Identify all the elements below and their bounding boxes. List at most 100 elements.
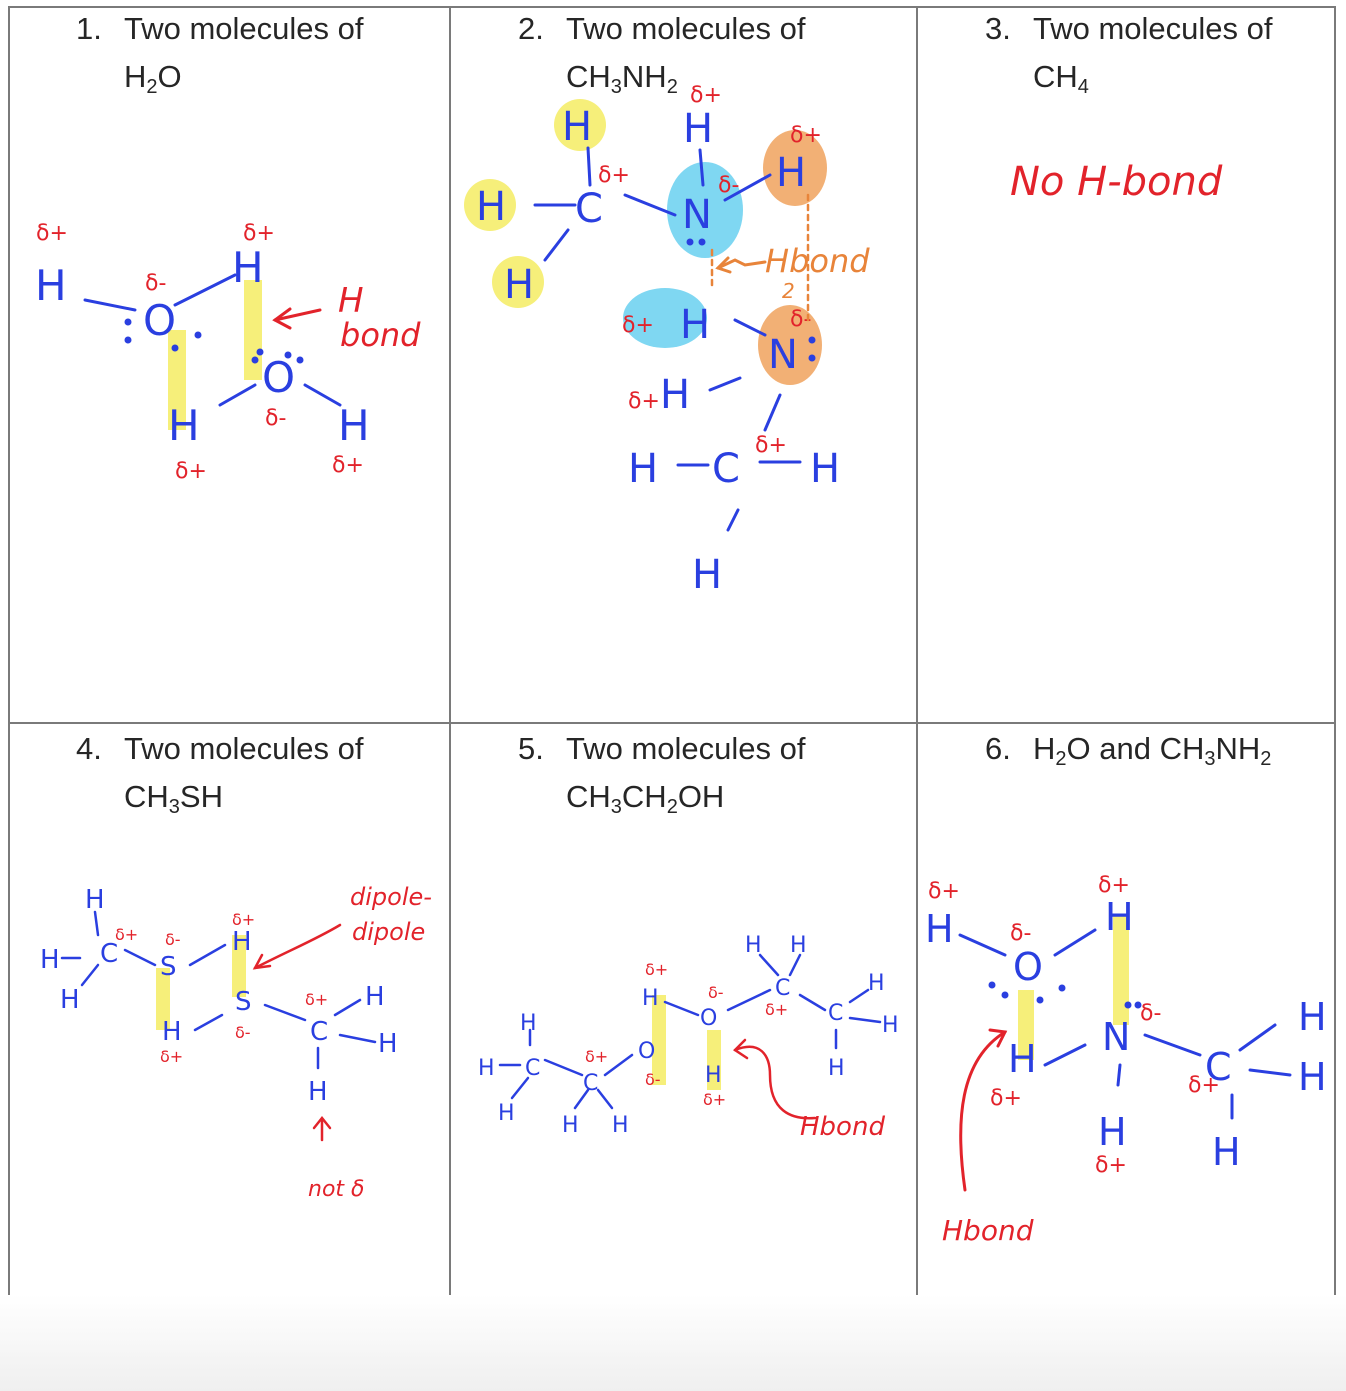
svg-text:H: H	[520, 1011, 537, 1036]
column-divider-2	[916, 6, 918, 1391]
cell-1-formula: H2O	[124, 59, 182, 98]
svg-text:H: H	[1098, 1110, 1127, 1154]
svg-text:bond: bond	[340, 316, 421, 354]
svg-text:H: H	[705, 1063, 722, 1088]
svg-text:2: 2	[782, 279, 795, 303]
svg-text:δ+: δ+	[928, 879, 960, 904]
svg-text:O: O	[700, 1006, 717, 1031]
svg-text:H: H	[562, 104, 592, 150]
svg-text:H: H	[232, 243, 264, 292]
svg-text:C: C	[100, 939, 118, 969]
cell-4-drawing: H H C H S H S H C H H H δ+ δ- δ+ δ- δ+ δ…	[40, 883, 432, 1202]
svg-text:O: O	[1013, 945, 1043, 989]
cell-6-drawing: H O H H N C H H H H δ+ δ- δ+ δ- δ+ δ+ δ+…	[925, 873, 1327, 1247]
svg-text:H: H	[478, 1056, 495, 1081]
svg-text:δ-: δ-	[145, 271, 166, 296]
svg-text:H: H	[365, 982, 385, 1012]
svg-text:H: H	[660, 372, 690, 418]
svg-text:δ+: δ+	[160, 1047, 183, 1066]
cell-6-formula: H2O and CH3NH2	[1033, 731, 1272, 770]
svg-text:δ+: δ+	[115, 925, 138, 944]
h-bond-annotation: Hbond	[942, 1214, 1034, 1247]
svg-text:S: S	[160, 952, 177, 982]
svg-text:H: H	[692, 552, 722, 598]
svg-text:H: H	[776, 150, 806, 196]
svg-text:not δ: not δ	[308, 1177, 364, 1202]
svg-text:δ+: δ+	[36, 221, 68, 246]
svg-text:O: O	[638, 1039, 655, 1064]
svg-text:H: H	[882, 1013, 899, 1038]
svg-text:C: C	[1205, 1045, 1232, 1089]
svg-text:C: C	[712, 446, 740, 492]
cell-2-formula: CH3NH2	[566, 59, 678, 98]
svg-text:δ-: δ-	[790, 307, 811, 332]
svg-text:C: C	[525, 1056, 540, 1081]
svg-text:H: H	[308, 1077, 328, 1107]
svg-text:δ+: δ+	[690, 83, 722, 108]
svg-text:C: C	[828, 1001, 843, 1026]
svg-text:H: H	[168, 401, 200, 450]
svg-text:H: H	[338, 401, 370, 450]
svg-text:H: H	[1105, 895, 1134, 939]
no-h-bond-note: No H-bond	[1010, 159, 1223, 205]
svg-text:H: H	[1298, 995, 1327, 1039]
svg-text:δ+: δ+	[628, 389, 660, 414]
svg-text:C: C	[775, 976, 790, 1001]
svg-text:δ-: δ-	[1140, 1001, 1161, 1026]
svg-text:H: H	[745, 933, 762, 958]
h-bond-highlight	[168, 330, 186, 430]
h-bond-annotation: Hbond	[800, 1112, 885, 1142]
svg-text:H: H	[60, 985, 80, 1015]
svg-text:δ+: δ+	[755, 433, 787, 458]
h-bond-highlight	[244, 280, 262, 380]
svg-text:H: H	[1212, 1130, 1241, 1174]
svg-text:O: O	[262, 353, 295, 402]
svg-text:δ+: δ+	[622, 313, 654, 338]
row-divider	[8, 722, 1336, 724]
svg-text:δ-: δ-	[708, 983, 724, 1002]
svg-text:δ+: δ+	[305, 990, 328, 1009]
svg-text:H: H	[35, 261, 67, 310]
bottom-fade	[0, 1295, 1346, 1391]
svg-text:H: H	[504, 262, 534, 308]
svg-text:C: C	[583, 1071, 598, 1096]
svg-text:N: N	[768, 332, 798, 378]
svg-text:H: H	[828, 1056, 845, 1081]
svg-text:C: C	[310, 1017, 328, 1047]
svg-text:δ+: δ+	[1098, 873, 1130, 898]
svg-text:δ-: δ-	[718, 173, 739, 198]
svg-text:δ+: δ+	[765, 1000, 788, 1019]
svg-text:C: C	[575, 186, 603, 232]
svg-text:H: H	[680, 302, 710, 348]
svg-text:dipole: dipole	[352, 918, 425, 946]
svg-text:H: H	[476, 184, 506, 230]
svg-text:N: N	[1102, 1015, 1130, 1059]
svg-text:H: H	[810, 446, 840, 492]
dipole-annotation: dipole-	[350, 883, 432, 911]
column-divider-1	[449, 6, 451, 1391]
svg-text:δ-: δ-	[235, 1023, 251, 1042]
h-bond-annotation: Hbond	[765, 242, 870, 280]
svg-text:O: O	[143, 296, 176, 345]
svg-text:H: H	[1298, 1055, 1327, 1099]
svg-text:δ+: δ+	[1095, 1153, 1127, 1178]
svg-text:δ+: δ+	[990, 1086, 1022, 1111]
svg-text:H: H	[612, 1113, 629, 1138]
svg-text:S: S	[235, 987, 252, 1017]
svg-text:δ-: δ-	[165, 930, 181, 949]
cell-5-formula: CH3CH2OH	[566, 779, 725, 818]
svg-text:δ+: δ+	[703, 1090, 726, 1109]
cell-3-formula: CH4	[1033, 59, 1089, 98]
svg-text:H: H	[790, 933, 807, 958]
svg-text:H: H	[868, 971, 885, 996]
svg-text:δ-: δ-	[1010, 921, 1031, 946]
svg-text:H: H	[162, 1017, 182, 1047]
svg-text:H: H	[1008, 1037, 1037, 1081]
svg-text:H: H	[378, 1029, 398, 1059]
cell-2-drawing: H H H C N H H H N H H C H H δ+ δ+ δ- δ+ …	[464, 83, 870, 598]
svg-text:δ+: δ+	[243, 221, 275, 246]
cell-4-formula: CH3SH	[124, 779, 223, 818]
svg-text:δ-: δ-	[645, 1070, 661, 1089]
svg-text:δ+: δ+	[232, 910, 255, 929]
